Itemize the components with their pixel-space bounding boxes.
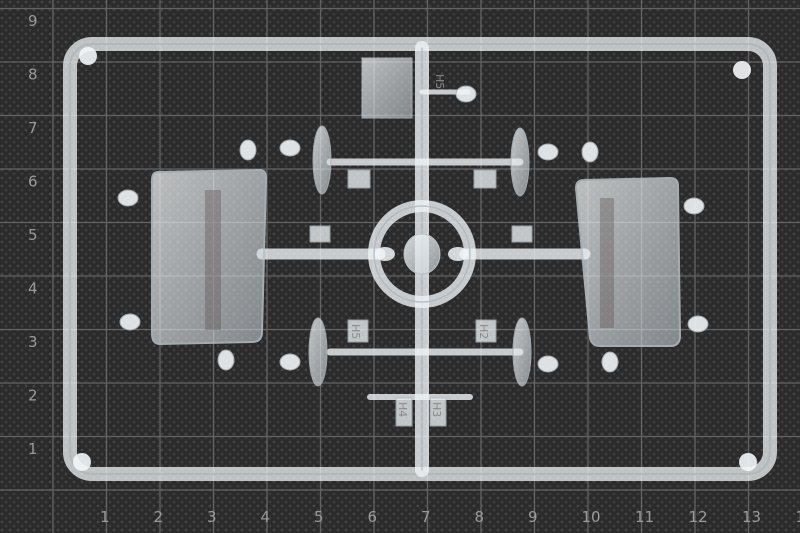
ruler-left-label: 4: [28, 280, 38, 298]
ruler-bottom-label: 13: [742, 508, 761, 526]
ruler-bottom-label: 2: [154, 508, 164, 526]
ruler-bottom-label: 14: [796, 508, 800, 526]
lens-drop-part: [537, 143, 559, 161]
ruler-left-label: 2: [28, 387, 38, 405]
lens-bullet-part: [510, 127, 530, 197]
ruler-left-label: 5: [28, 226, 38, 244]
ruler-bottom-label: 9: [528, 508, 538, 526]
ruler-bottom-label: 8: [475, 508, 485, 526]
part-number-labels: H5 H5 H2 H4 H3: [349, 74, 490, 417]
lens-drop-part: [683, 197, 705, 215]
ruler-bottom-label: 11: [635, 508, 654, 526]
lens-bullet-part: [308, 317, 328, 387]
ruler-left-label: 7: [28, 119, 38, 137]
ruler-bottom-label: 4: [261, 508, 271, 526]
lens-drop-part: [119, 313, 141, 331]
lens-bullet-part: [512, 317, 532, 387]
ruler-bottom-label: 1: [100, 508, 110, 526]
ruler-left-label: 9: [28, 12, 38, 30]
part-number-h4: H4: [396, 402, 409, 417]
lens-drop-part: [117, 189, 139, 207]
ruler-bottom: 1234567891011121314: [100, 508, 800, 526]
ruler-bottom-label: 12: [689, 508, 708, 526]
ruler-left-label: 6: [28, 173, 38, 191]
lens-bullet-part: [312, 125, 332, 195]
lens-drop-part: [217, 349, 235, 371]
top-tab-part: [361, 57, 413, 119]
left-window-part: [151, 168, 268, 346]
ruler-bottom-label: 6: [368, 508, 378, 526]
ruler-bottom-label: 5: [314, 508, 324, 526]
lens-drop-part: [239, 139, 257, 161]
lens-parts: [117, 85, 709, 387]
ruler-bottom-label: 10: [582, 508, 601, 526]
lens-drop-part: [537, 355, 559, 373]
part-number-h5-left: H5: [349, 324, 362, 339]
lens-drop-part: [455, 85, 477, 103]
part-number-h5-top: H5: [433, 74, 446, 89]
lens-drop-part: [581, 141, 599, 163]
part-number-h2: H2: [477, 324, 490, 339]
lens-drop-part: [601, 351, 619, 373]
right-window-part: [574, 176, 682, 347]
ruler-bottom-label: 3: [207, 508, 217, 526]
ruler-left-label: 3: [28, 333, 38, 351]
ruler-left-label: 1: [28, 440, 38, 458]
ruler-left-label: 8: [28, 66, 38, 84]
lens-drop-part: [279, 139, 301, 157]
ruler-bottom-label: 7: [421, 508, 431, 526]
lens-drop-part: [687, 315, 709, 333]
part-tabs: [309, 169, 533, 427]
center-ring-part: [368, 200, 476, 308]
part-number-h3: H3: [430, 402, 443, 417]
ruler-left: 9 8 7 6 5 4 3 2 1: [28, 12, 38, 458]
lens-drop-part: [279, 353, 301, 371]
